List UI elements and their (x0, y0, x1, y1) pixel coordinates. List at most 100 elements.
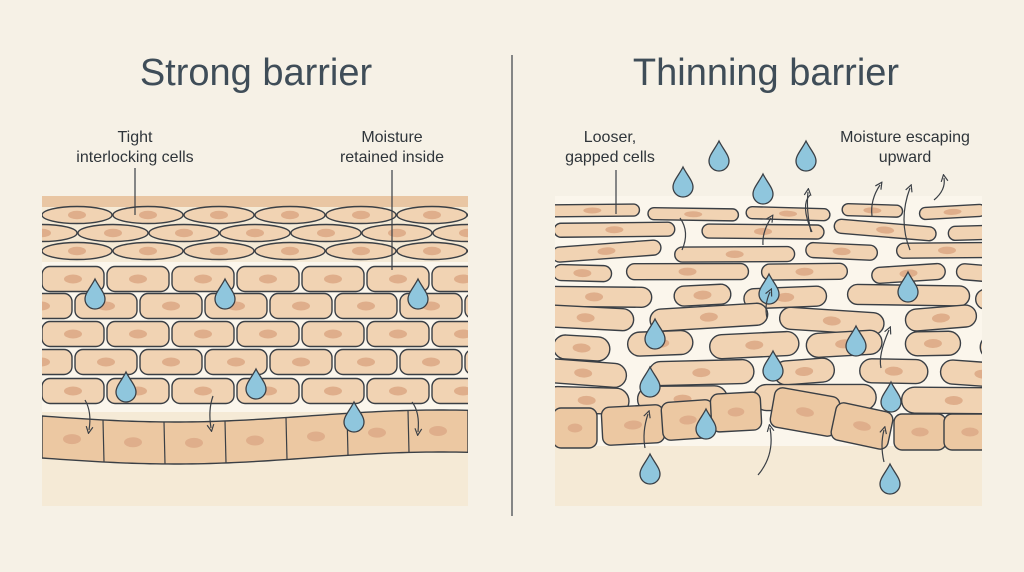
cell-nucleus (982, 229, 1000, 237)
cell-nucleus (210, 210, 228, 220)
cell-nucleus (389, 329, 407, 339)
cell-nucleus (574, 368, 593, 378)
basal-cell-wall (224, 420, 227, 464)
brick-cell (42, 377, 105, 405)
basal-nucleus (246, 435, 264, 446)
cell-nucleus (573, 269, 592, 278)
water-droplet-escaping (762, 349, 784, 382)
arrow-up-escaping (871, 185, 880, 217)
cell-nucleus (162, 301, 180, 311)
cell-body (467, 249, 468, 253)
loose-cell (648, 358, 755, 387)
cell-nucleus (727, 407, 745, 417)
flattened-cell (183, 205, 255, 225)
cell-nucleus (832, 247, 851, 256)
cell-nucleus (259, 329, 277, 339)
cell-nucleus (324, 386, 342, 396)
flattened-cell (325, 205, 397, 225)
cell-nucleus (776, 292, 795, 302)
cell-nucleus (194, 329, 212, 339)
cell-nucleus (389, 386, 407, 396)
loose-cell (904, 304, 978, 332)
cell-nucleus (42, 228, 51, 238)
brick-cell (42, 292, 73, 320)
flattened-cell (254, 241, 326, 261)
brick-cell (431, 265, 468, 293)
flattened-cell (396, 241, 468, 261)
loose-cell (649, 302, 769, 332)
cell-body (42, 223, 78, 243)
water-droplet-escaping (879, 462, 901, 495)
basal-cell-gapped (943, 413, 982, 451)
cell-nucleus (943, 208, 962, 215)
cell-nucleus (357, 357, 375, 367)
cell-nucleus (863, 207, 882, 214)
cell-nucleus (725, 250, 744, 259)
loose-cell (778, 306, 885, 336)
brick-cell (366, 320, 430, 348)
cell-nucleus (423, 246, 441, 256)
basal-cell-wall (407, 410, 410, 453)
flattened-cell (325, 241, 397, 261)
brick-cell (171, 265, 235, 293)
flattened-cell (148, 223, 220, 243)
brick-cell (204, 292, 268, 320)
cell-body (42, 292, 73, 320)
basal-nucleus (185, 437, 203, 448)
flattened-cell (432, 223, 468, 243)
basal-nucleus (490, 427, 508, 437)
brick-cell (74, 292, 138, 320)
loose-cell (859, 358, 929, 385)
loose-cell (701, 223, 825, 240)
brick-cell (236, 320, 300, 348)
flattened-cell (77, 223, 149, 243)
cell-nucleus (911, 427, 929, 437)
cell-nucleus (585, 292, 604, 302)
water-droplet-escaping (845, 324, 867, 357)
cell-nucleus (259, 274, 277, 284)
brick-cell (42, 348, 73, 376)
cell-body (432, 223, 468, 243)
flattened-cell (467, 213, 468, 217)
arrow-down (210, 395, 213, 428)
loose-cell (673, 283, 732, 307)
cell-nucleus (944, 395, 963, 405)
basal-cell-gapped (600, 404, 666, 446)
basal-nucleus (124, 437, 142, 448)
brick-cell (74, 348, 138, 376)
flattened-cell (290, 223, 362, 243)
loose-cell (918, 203, 982, 221)
cell-nucleus (853, 421, 871, 431)
arrow-up-escaping (882, 430, 884, 463)
cell-nucleus (64, 329, 82, 339)
cell-nucleus (317, 228, 335, 238)
cell-nucleus (139, 246, 157, 256)
flattened-cell (219, 223, 291, 243)
loose-cell (555, 203, 641, 218)
cell-nucleus (423, 210, 441, 220)
cell-body (431, 320, 468, 348)
basal-nucleus (307, 431, 325, 442)
loose-cell (555, 285, 653, 308)
basal-cell-wall (469, 410, 470, 452)
brick-cell (42, 320, 105, 348)
water-droplet-escaping (672, 165, 694, 198)
cell-nucleus (42, 357, 50, 367)
brick-cell (464, 350, 468, 374)
cell-nucleus (779, 210, 798, 217)
flattened-cell (467, 249, 468, 253)
cell-nucleus (422, 357, 440, 367)
cell-nucleus (454, 274, 468, 284)
arrow-up-escaping (762, 218, 771, 246)
flattened-cell (112, 205, 184, 225)
cell-nucleus (97, 357, 115, 367)
brick-cell (366, 377, 430, 405)
arrow-down (84, 399, 90, 430)
cell-nucleus (693, 290, 712, 300)
basal-cell-gapped (709, 391, 763, 433)
cell-body (464, 294, 468, 318)
brick-cell (269, 348, 333, 376)
basal-nucleus (429, 426, 447, 437)
brick-cell (42, 265, 105, 293)
cell-nucleus (699, 312, 718, 322)
